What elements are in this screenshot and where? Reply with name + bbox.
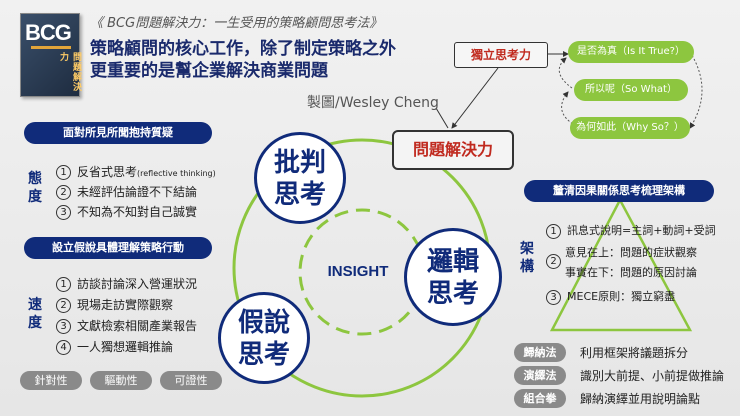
structure-item-3: 3 MECE原則：獨立窮盡 xyxy=(546,288,675,305)
number-badge: 1 xyxy=(56,277,71,292)
headline-line-1: 策略顧問的核心工作，除了制定策略之外 xyxy=(90,39,396,59)
structure-item-2-line-2: 事實在下：問題的原因討論 xyxy=(565,266,697,279)
method-combo-text: 歸納演繹並用說明論點 xyxy=(580,392,701,406)
insight-label: INSIGHT xyxy=(327,263,389,280)
speed-side-label: 速 度 xyxy=(28,296,42,332)
attitude-item-text: 不知為不知對自己誠實 xyxy=(77,205,198,219)
critical-thinking-circle: 批判 思考 xyxy=(254,132,346,224)
speed-title: 設立假說具體理解策略行動 xyxy=(24,237,212,259)
speed-item-text: 一人獨想邏輯推論 xyxy=(77,340,174,354)
attitude-side-char-1: 態 xyxy=(28,171,42,187)
speed-item-2: 2 現場走訪實際觀察 xyxy=(56,296,173,313)
number-badge: 3 xyxy=(546,289,561,305)
credit-connector xyxy=(435,107,449,129)
number-badge: 3 xyxy=(56,319,71,334)
book-logo: BCG xyxy=(25,20,72,45)
credit: 製圖/Wesley Cheng xyxy=(307,95,439,111)
attitude-item-3: 3 不知為不知對自己誠實 xyxy=(56,203,197,220)
hypothesis-thinking-circle: 假說 思考 xyxy=(218,292,310,384)
independent-arrow xyxy=(451,67,499,129)
logical-thinking-circle: 邏輯 思考 xyxy=(404,228,502,326)
headline-line-2: 更重要的是幫企業解決商業問題 xyxy=(90,61,328,81)
attitude-item-text: 反省式思考 xyxy=(77,165,138,179)
speed-item-text: 文獻檢索相關產業報告 xyxy=(77,319,198,333)
speed-item-3: 3 文獻檢索相關產業報告 xyxy=(56,317,197,334)
speed-item-4: 4 一人獨想邏輯推論 xyxy=(56,338,173,355)
number-badge: 3 xyxy=(56,205,71,220)
number-badge: 2 xyxy=(56,185,71,200)
cycle-right-arc xyxy=(689,51,703,129)
question-so-what: 所以呢（So What） xyxy=(574,79,688,101)
structure-side-char-1: 架 xyxy=(520,241,534,257)
critical-thinking-line-1: 批判 xyxy=(273,148,326,178)
structure-item-2-line-1: 意見在上：問題的症狀觀察 xyxy=(565,246,697,259)
logical-thinking-line-1: 邏輯 xyxy=(426,247,479,277)
number-badge: 1 xyxy=(546,223,561,239)
attitude-title: 面對所見所聞抱持質疑 xyxy=(24,122,212,144)
speed-item-1: 1 訪談討論深入營運狀況 xyxy=(56,275,197,292)
number-badge: 2 xyxy=(56,298,71,313)
hypothesis-thinking-line-1: 假說 xyxy=(237,308,290,338)
structure-item-text: 訊息式說明=主詞+動詞+受詞 xyxy=(567,224,716,237)
question-why-so: 為何如此（Why So？） xyxy=(570,117,690,139)
structure-side-label: 架 構 xyxy=(520,240,534,276)
speed-item-text: 訪談討論深入營運狀況 xyxy=(77,277,198,291)
independent-thinking-box: 獨立思考力 xyxy=(454,42,548,68)
book-cover: BCG 問題解決力 xyxy=(20,13,81,97)
structure-triangle xyxy=(549,197,693,332)
method-deduction-text: 識別大前提、小前提做推論 xyxy=(580,369,725,383)
structure-title: 釐清因果關係思考梳理架構 xyxy=(524,180,714,202)
problem-solving-box: 問題解決力 xyxy=(392,130,514,170)
structure-item-1: 1 訊息式說明=主詞+動詞+受詞 xyxy=(546,222,716,239)
attitude-item-text: 未經評估論證不下結論 xyxy=(77,185,198,199)
speed-item-text: 現場走訪實際觀察 xyxy=(77,298,174,312)
tag-driven: 驅動性 xyxy=(90,371,152,390)
hypothesis-thinking-line-2: 思考 xyxy=(237,340,290,370)
critical-thinking-line-2: 思考 xyxy=(273,180,326,210)
book-subtitle: 《 BCG問題解決力：一生受用的策略顧問思考法》 xyxy=(90,16,383,31)
book-strip xyxy=(31,46,71,49)
method-induction-tag: 歸納法 xyxy=(514,343,566,362)
attitude-side-label: 態 度 xyxy=(28,170,42,206)
method-induction-text: 利用框架將議題拆分 xyxy=(580,346,689,360)
headline: 策略顧問的核心工作，除了制定策略之外 更重要的是幫企業解決商業問題 xyxy=(90,38,396,82)
number-badge: 4 xyxy=(56,340,71,355)
attitude-item-note: (reflective thinking) xyxy=(137,169,216,178)
structure-item-2: 2 意見在上：問題的症狀觀察 事實在下：問題的原因討論 xyxy=(546,244,697,279)
logical-thinking-line-2: 思考 xyxy=(426,279,479,309)
question-is-it-true: 是否為真（Is It True?） xyxy=(568,41,694,63)
attitude-item-2: 2 未經評估論證不下結論 xyxy=(56,183,197,200)
book-title: 問題解決力 xyxy=(58,52,81,92)
cycle-left-arc-2 xyxy=(558,57,573,89)
speed-side-char-1: 速 xyxy=(28,297,42,313)
tag-targeted: 針對性 xyxy=(20,371,82,390)
speed-side-char-2: 度 xyxy=(28,315,42,331)
method-combo-tag: 組合拳 xyxy=(514,389,566,408)
structure-side-char-2: 構 xyxy=(520,259,534,275)
attitude-side-char-2: 度 xyxy=(28,189,42,205)
structure-item-text: MECE原則：獨立窮盡 xyxy=(567,290,676,303)
attitude-item-1: 1 反省式思考(reflective thinking) xyxy=(56,163,216,180)
number-badge: 1 xyxy=(56,165,71,180)
tag-verifiable: 可證性 xyxy=(160,371,222,390)
method-deduction-tag: 演繹法 xyxy=(514,366,566,385)
number-badge: 2 xyxy=(546,254,561,269)
